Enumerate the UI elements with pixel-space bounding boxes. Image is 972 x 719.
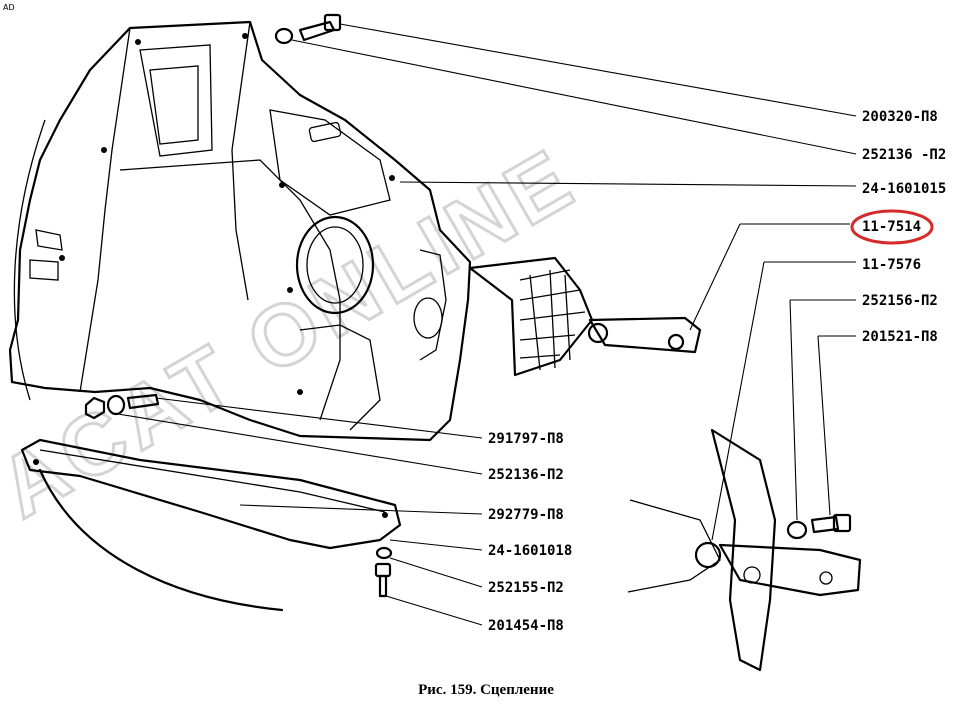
bolt-lever-icon xyxy=(786,513,852,540)
bolt-bottom-icon xyxy=(374,546,393,598)
fasteners-drawing xyxy=(84,13,852,598)
part-label-24-1601018: 24-1601018 xyxy=(488,543,572,559)
part-label-201454-p8: 201454-П8 xyxy=(488,618,564,634)
part-label-252155-p2: 252155-П2 xyxy=(488,580,564,596)
part-label-252136-p2-low: 252136-П2 xyxy=(488,467,564,483)
part-label-292779-p8: 292779-П8 xyxy=(488,507,564,523)
bolt-left-icon xyxy=(84,393,160,420)
part-label-252136-p2-top: 252136 -П2 xyxy=(862,147,946,163)
fork-detail-drawing xyxy=(627,428,862,672)
highlight-circle xyxy=(850,209,934,245)
part-label-201521-p8: 201521-П8 xyxy=(862,329,938,345)
part-label-11-7514: 11-7514 xyxy=(862,219,921,235)
bolt-top-icon xyxy=(274,13,342,45)
part-label-11-7576: 11-7576 xyxy=(862,257,921,273)
part-label-291797-p8: 291797-П8 xyxy=(488,431,564,447)
corner-mark: AD xyxy=(3,3,15,12)
part-labels: 200320-П8 252136 -П2 24-1601015 11-7514 … xyxy=(488,109,946,634)
part-label-252156-p2: 252156-П2 xyxy=(862,293,938,309)
figure-caption: Рис. 159. Сцепление xyxy=(418,682,554,698)
part-label-200320-p8: 200320-П8 xyxy=(862,109,938,125)
leader-lines xyxy=(117,23,857,626)
cover-plate-drawing xyxy=(20,438,402,612)
bracket-lever-drawing xyxy=(468,256,702,377)
clutch-housing-drawing xyxy=(8,20,472,442)
part-label-24-1601015: 24-1601015 xyxy=(862,181,946,197)
